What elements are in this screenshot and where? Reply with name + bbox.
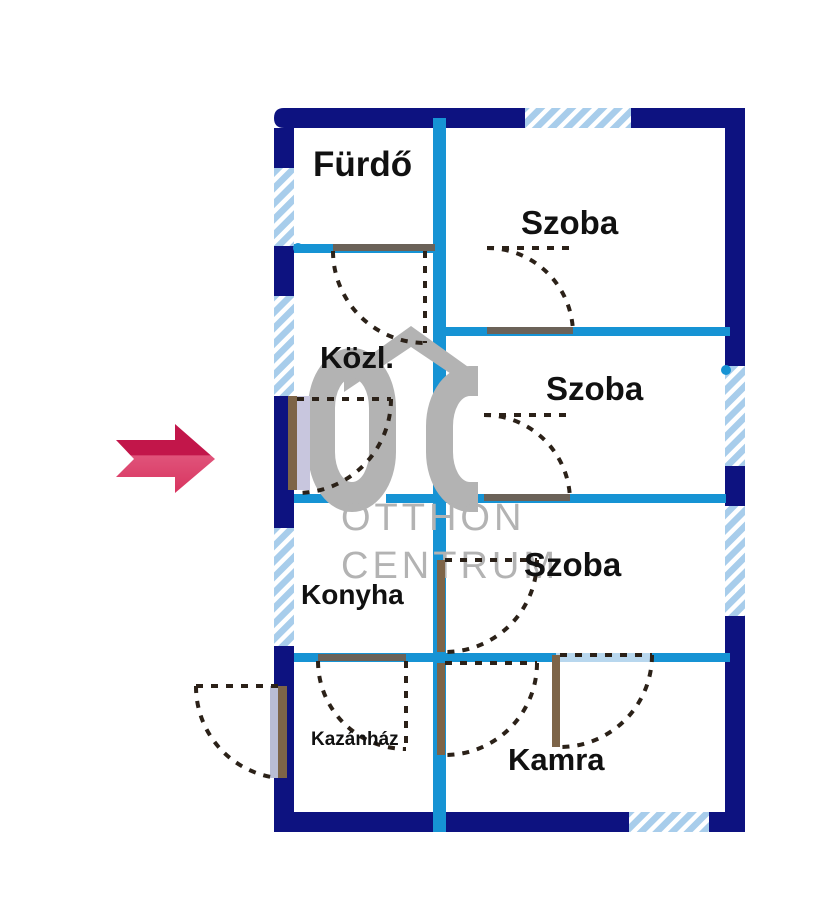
door-szoba-upper xyxy=(486,246,575,335)
room-label-konyha: Konyha xyxy=(301,579,404,610)
room-label-kazanhaz: Kazánház xyxy=(311,729,399,750)
room-label-szoba-1: Szoba xyxy=(521,204,619,241)
opening-kamra xyxy=(556,653,652,662)
window-top xyxy=(525,108,631,128)
door-kazanhaz-interior xyxy=(316,654,408,751)
watermark-line1: OTTHON xyxy=(341,497,525,539)
interior-walls xyxy=(293,118,731,832)
watermark-line2: CENTRUM xyxy=(341,545,559,587)
window-bottom xyxy=(629,812,709,832)
doors xyxy=(193,244,654,780)
entrance-direction-arrow xyxy=(116,424,215,493)
window-right-lower xyxy=(725,506,745,616)
door-kamra-right xyxy=(552,653,654,749)
door-entrance xyxy=(288,396,393,495)
interior-wall-szoba-divider xyxy=(440,327,730,336)
window-right-upper xyxy=(725,366,745,466)
room-label-szoba-2: Szoba xyxy=(546,370,644,407)
door-szoba-lower xyxy=(437,558,539,654)
door-furdo xyxy=(331,244,435,345)
window-left-3 xyxy=(274,528,294,646)
watermark-otthon-centrum: OTTHON CENTRUM xyxy=(308,326,559,587)
room-label-furdo: Fürdő xyxy=(313,145,413,184)
window-left-1 xyxy=(274,168,294,246)
room-label-kamra: Kamra xyxy=(508,742,605,777)
interior-wall-bottom xyxy=(294,653,730,662)
room-label-kozl: Közl. xyxy=(320,340,395,375)
door-kamra-left xyxy=(437,661,539,757)
interior-wall-mid-left xyxy=(294,494,334,503)
door-szoba-middle xyxy=(483,413,572,502)
room-label-szoba-3: Szoba xyxy=(524,546,622,583)
exterior-walls xyxy=(274,108,745,832)
window-left-2 xyxy=(274,296,294,396)
door-kazanhaz-exterior xyxy=(193,684,287,780)
